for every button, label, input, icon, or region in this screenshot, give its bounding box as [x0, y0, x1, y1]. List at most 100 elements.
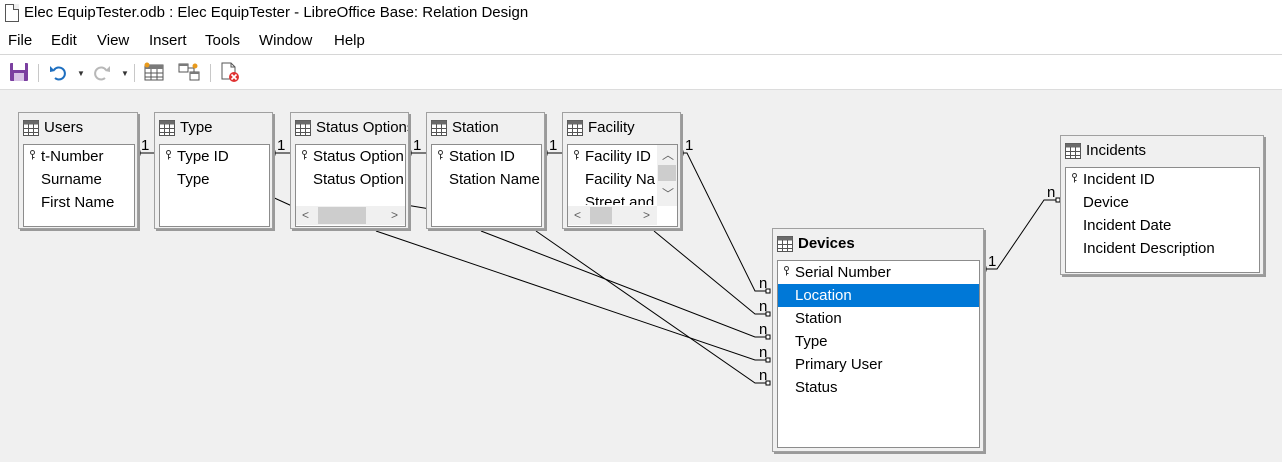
- table-header[interactable]: Devices: [773, 229, 983, 259]
- field-item[interactable]: Incident ID: [1066, 168, 1259, 191]
- field-item[interactable]: Station Name: [432, 168, 541, 191]
- redo-icon[interactable]: [90, 60, 114, 84]
- table-header[interactable]: Status Options: [291, 113, 408, 143]
- table-window-station[interactable]: Station Station ID Station Name: [426, 112, 545, 229]
- table-window-facility[interactable]: Facility Facility ID Facility Name Stree…: [562, 112, 681, 229]
- field-list[interactable]: t-Number Surname First Name: [23, 144, 135, 227]
- scroll-right-icon[interactable]: >: [391, 208, 399, 222]
- relation-line[interactable]: [681, 152, 768, 292]
- field-list[interactable]: Status Option ID Status Option < >: [295, 144, 406, 227]
- menu-view[interactable]: View: [97, 32, 130, 49]
- relation-line[interactable]: [375, 230, 768, 361]
- menu-file[interactable]: File: [8, 32, 33, 49]
- field-label: Primary User: [795, 356, 883, 373]
- table-header[interactable]: Users: [19, 113, 137, 143]
- scroll-down-icon[interactable]: ﹀: [662, 187, 675, 201]
- field-item[interactable]: Type ID: [160, 145, 269, 168]
- cardinality-many-label: n: [759, 367, 768, 384]
- field-label: Facility ID: [585, 148, 651, 165]
- table-window-devices[interactable]: Devices Serial Number Location Station T…: [772, 228, 984, 452]
- field-item[interactable]: Incident Description: [1066, 237, 1259, 260]
- field-label: Status Option ID: [313, 148, 405, 165]
- menu-window[interactable]: Window: [259, 32, 313, 49]
- field-label: Type: [177, 171, 210, 188]
- field-item-selected[interactable]: Location: [778, 284, 979, 307]
- field-list[interactable]: Incident ID Device Incident Date Inciden…: [1065, 167, 1260, 273]
- menu-edit[interactable]: Edit: [51, 32, 77, 49]
- delete-icon[interactable]: [218, 60, 242, 84]
- table-header[interactable]: Facility: [563, 113, 680, 143]
- field-list[interactable]: Serial Number Location Station Type Prim…: [777, 260, 980, 448]
- table-header[interactable]: Station: [427, 113, 544, 143]
- field-item[interactable]: Incident Date: [1066, 214, 1259, 237]
- relation-line[interactable]: [653, 230, 768, 315]
- vertical-scrollbar[interactable]: ︿ ﹀: [657, 145, 677, 206]
- relation-line[interactable]: [984, 199, 1058, 270]
- relation-line[interactable]: [480, 230, 768, 338]
- table-window-incidents[interactable]: Incidents Incident ID Device Incident Da…: [1060, 135, 1264, 275]
- undo-dropdown-icon[interactable]: ▼: [77, 69, 85, 78]
- horizontal-scrollbar[interactable]: < >: [296, 206, 405, 225]
- field-label: Facility Name: [585, 171, 656, 188]
- scroll-left-icon[interactable]: <: [302, 208, 310, 222]
- scroll-left-icon[interactable]: <: [574, 208, 582, 222]
- field-item[interactable]: Street and: [568, 191, 656, 205]
- scroll-up-icon[interactable]: ︿: [662, 148, 675, 162]
- cardinality-many-label: n: [759, 344, 768, 361]
- field-item[interactable]: First Name: [24, 191, 134, 214]
- table-window-status-options[interactable]: Status Options Status Option ID Status O…: [290, 112, 409, 229]
- field-list[interactable]: Facility ID Facility Name Street and ︿ ﹀…: [567, 144, 678, 227]
- relation-line[interactable]: [269, 195, 293, 207]
- cardinality-one-label: 1: [277, 137, 286, 154]
- table-icon: [23, 120, 39, 136]
- field-label: Incident ID: [1083, 171, 1155, 188]
- add-tables-icon[interactable]: [142, 60, 166, 84]
- table-window-users[interactable]: Users t-Number Surname First Name: [18, 112, 138, 229]
- field-list[interactable]: Station ID Station Name: [431, 144, 542, 227]
- new-relation-icon[interactable]: [177, 60, 201, 84]
- cardinality-one-label: 1: [685, 137, 694, 154]
- menu-tools[interactable]: Tools: [205, 32, 241, 49]
- field-item[interactable]: Primary User: [778, 353, 979, 376]
- save-icon[interactable]: [7, 60, 31, 84]
- field-item[interactable]: Type: [160, 168, 269, 191]
- field-label: Station: [795, 310, 842, 327]
- relation-line[interactable]: [535, 230, 768, 384]
- document-icon: [5, 4, 19, 22]
- table-title: Users: [44, 119, 84, 136]
- relation-design-canvas[interactable]: 1 1 1 1 1 n n n n n 1 n Users t-Number S…: [0, 90, 1282, 462]
- field-item[interactable]: Device: [1066, 191, 1259, 214]
- scrollbar-thumb[interactable]: [658, 165, 676, 181]
- field-item[interactable]: Facility Name: [568, 168, 656, 191]
- field-item[interactable]: t-Number: [24, 145, 134, 168]
- field-item[interactable]: Surname: [24, 168, 134, 191]
- field-item[interactable]: Status: [778, 376, 979, 399]
- field-item[interactable]: Serial Number: [778, 261, 979, 284]
- table-icon: [295, 120, 311, 136]
- menu-insert[interactable]: Insert: [149, 32, 187, 49]
- field-label: Status: [795, 379, 838, 396]
- redo-dropdown-icon[interactable]: ▼: [121, 69, 129, 78]
- field-item[interactable]: Status Option ID: [296, 145, 405, 168]
- table-icon: [431, 120, 447, 136]
- menu-bar: File Edit View Insert Tools Window Help: [0, 28, 1282, 55]
- horizontal-scrollbar[interactable]: < >: [568, 206, 657, 225]
- field-item[interactable]: Facility ID: [568, 145, 656, 168]
- table-window-type[interactable]: Type Type ID Type: [154, 112, 273, 229]
- field-item[interactable]: Status Option: [296, 168, 405, 191]
- cardinality-one-label: 1: [413, 137, 422, 154]
- scroll-right-icon[interactable]: >: [643, 208, 651, 222]
- table-header[interactable]: Incidents: [1061, 136, 1263, 166]
- scrollbar-thumb[interactable]: [318, 207, 366, 224]
- field-item[interactable]: Station ID: [432, 145, 541, 168]
- field-item[interactable]: Station: [778, 307, 979, 330]
- table-title: Status Options: [316, 119, 408, 136]
- field-item[interactable]: Type: [778, 330, 979, 353]
- undo-icon[interactable]: [46, 60, 70, 84]
- menu-help[interactable]: Help: [334, 32, 365, 49]
- table-icon: [159, 120, 175, 136]
- field-list[interactable]: Type ID Type: [159, 144, 270, 227]
- field-label: Type ID: [177, 148, 229, 165]
- scrollbar-thumb[interactable]: [590, 207, 612, 224]
- table-header[interactable]: Type: [155, 113, 272, 143]
